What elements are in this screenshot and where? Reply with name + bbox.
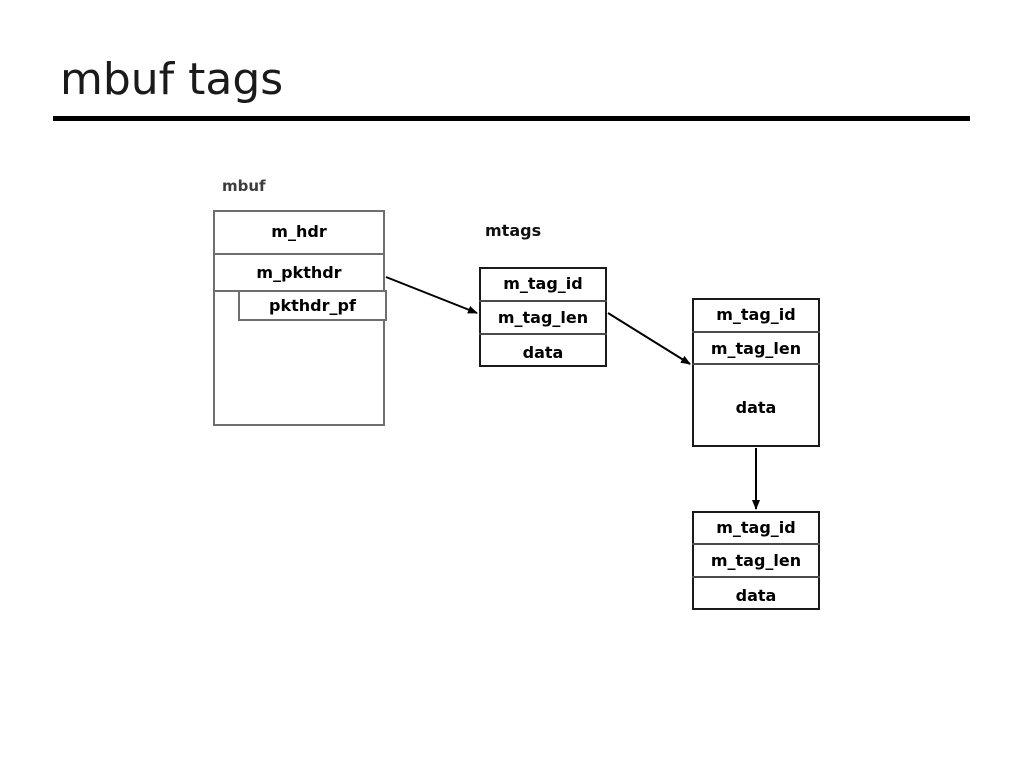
mtag-node-3: m_tag_id m_tag_len data: [692, 511, 820, 610]
mbuf-struct-box: m_hdr m_pkthdr pkthdr_pf: [213, 210, 387, 428]
mtag-node-1: m_tag_id m_tag_len data: [479, 267, 607, 367]
mtag-1-field-m_tag_len: m_tag_len: [479, 302, 607, 335]
mtag-2-field-m_tag_len: m_tag_len: [692, 333, 820, 365]
mtag-1-field-m_tag_id: m_tag_id: [479, 267, 607, 302]
mtag-2-field-data: data: [735, 397, 777, 417]
mtag-node-2: m_tag_id m_tag_len data: [692, 298, 820, 447]
mtag-2-field-m_tag_id: m_tag_id: [692, 298, 820, 333]
connector-mtag1-to-mtag2-arrow: [607, 312, 691, 365]
mbuf-field-m_hdr: m_hdr: [213, 210, 385, 255]
mtag-1-field-data: data: [522, 342, 564, 362]
title-underline-rule: [53, 116, 970, 121]
mbuf-field-m_pkthdr: m_pkthdr: [213, 255, 385, 292]
mbuf-label: mbuf: [222, 177, 266, 195]
mtags-label: mtags: [485, 221, 542, 240]
connector-mbuf-to-mtag1-arrow: [385, 276, 478, 314]
mtag-3-field-data: data: [735, 585, 777, 605]
mbuf-field-pkthdr_pf: pkthdr_pf: [238, 290, 387, 321]
mtag-3-field-m_tag_id: m_tag_id: [692, 511, 820, 545]
mtag-3-field-m_tag_len: m_tag_len: [692, 545, 820, 578]
page-title: mbuf tags: [60, 54, 284, 105]
mbuf-field-data-area: [213, 321, 385, 428]
